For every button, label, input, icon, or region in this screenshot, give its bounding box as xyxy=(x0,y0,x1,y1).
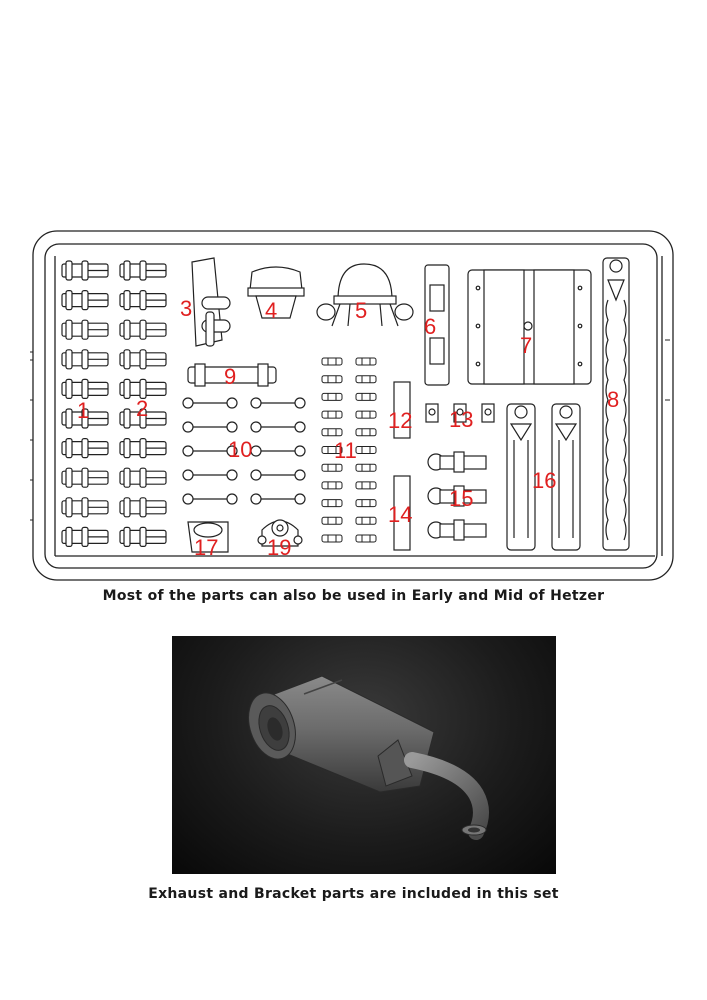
part-9 xyxy=(187,363,277,387)
part-11-bolt xyxy=(355,428,377,437)
part-11-bolt xyxy=(321,410,343,419)
part-4 xyxy=(247,266,305,319)
sprue-caption: Most of the parts can also be used in Ea… xyxy=(102,588,605,604)
sprue-inner-frame xyxy=(44,243,658,569)
part-11-bolt xyxy=(355,516,377,525)
part-11-bolt xyxy=(321,534,343,543)
part-19 xyxy=(257,519,303,547)
exhaust-render xyxy=(172,636,556,874)
part-5 xyxy=(316,263,414,327)
part-label-11: 11 xyxy=(334,438,357,463)
part-label-10: 10 xyxy=(228,437,252,462)
part-2-piece xyxy=(119,378,167,399)
part-1-piece xyxy=(61,408,109,429)
part-1-piece xyxy=(61,260,109,281)
exhaust-caption: Exhaust and Bracket parts are included i… xyxy=(148,886,559,902)
part-label-13: 13 xyxy=(449,407,473,432)
part-1-piece xyxy=(61,290,109,311)
part-1-piece xyxy=(61,526,109,548)
part-10-rod xyxy=(250,397,306,409)
part-14 xyxy=(393,475,411,551)
part-label-7: 7 xyxy=(520,333,532,358)
part-2-piece xyxy=(119,438,167,459)
part-group-2 xyxy=(119,260,167,548)
part-1-piece xyxy=(61,349,109,370)
part-label-16: 16 xyxy=(532,468,556,493)
part-label-2: 2 xyxy=(136,396,148,421)
part-1-piece xyxy=(61,467,109,488)
part-11-bolt xyxy=(355,499,377,508)
part-15 xyxy=(427,451,487,541)
part-label-12: 12 xyxy=(388,408,412,433)
part-11-bolt xyxy=(355,446,377,454)
part-label-4: 4 xyxy=(265,298,277,323)
part-11-bolt xyxy=(321,463,343,472)
part-2-piece xyxy=(119,290,167,311)
part-11-bolt xyxy=(355,534,377,543)
part-10-rod xyxy=(182,421,238,433)
part-1-piece xyxy=(61,319,109,340)
part-11-bolt xyxy=(321,481,343,490)
part-11-bolt xyxy=(355,375,377,384)
part-11-bolt xyxy=(321,499,343,508)
part-10-rod xyxy=(182,445,238,457)
part-3 xyxy=(191,257,231,347)
part-10-rod xyxy=(182,469,238,481)
part-2-piece xyxy=(119,260,167,281)
part-label-1: 1 xyxy=(77,398,89,423)
part-label-9: 9 xyxy=(224,364,236,389)
part-label-3: 3 xyxy=(180,296,192,321)
part-2-piece xyxy=(119,467,167,488)
part-11-bolt xyxy=(355,357,377,366)
part-11-bolt xyxy=(321,428,343,437)
part-label-5: 5 xyxy=(355,298,367,323)
part-11-bolt xyxy=(321,516,343,525)
part-label-8: 8 xyxy=(607,387,619,412)
part-2-piece xyxy=(119,408,167,429)
part-11-bolt xyxy=(355,410,377,419)
part-8 xyxy=(602,257,630,551)
part-2-piece xyxy=(119,319,167,340)
part-group-1 xyxy=(61,260,109,548)
part-11-bolt xyxy=(321,392,343,401)
part-10-rod xyxy=(182,493,238,505)
part-13 xyxy=(425,403,495,423)
part-group-10 xyxy=(182,397,306,505)
part-17 xyxy=(187,521,229,553)
part-10-rod xyxy=(182,397,238,409)
part-16 xyxy=(506,403,581,551)
part-1-piece xyxy=(61,378,109,399)
part-2-piece xyxy=(119,497,167,518)
part-label-19: 19 xyxy=(267,535,291,560)
parts-sprue-diagram: 1 2 3 4 5 6 7 8 9 10 11 12 13 14 15 16 1… xyxy=(30,230,674,581)
part-11-bolt xyxy=(321,375,343,384)
part-10-rod xyxy=(250,421,306,433)
part-11-bolt xyxy=(355,481,377,490)
part-11-bolt xyxy=(355,392,377,401)
part-10-rod xyxy=(250,493,306,505)
part-group-11 xyxy=(321,357,377,543)
part-1-piece xyxy=(61,438,109,459)
part-7 xyxy=(467,269,592,385)
part-2-piece xyxy=(119,349,167,370)
part-12 xyxy=(393,381,411,439)
part-10-rod xyxy=(250,445,306,457)
sprue-outer-frame xyxy=(32,230,674,581)
part-11-bolt xyxy=(321,357,343,366)
exhaust-model xyxy=(248,675,489,840)
part-label-15: 15 xyxy=(449,486,473,511)
part-10-rod xyxy=(250,469,306,481)
part-2-piece xyxy=(119,526,167,548)
part-6 xyxy=(424,264,450,386)
part-11-bolt xyxy=(355,463,377,472)
part-1-piece xyxy=(61,497,109,518)
part-label-17: 17 xyxy=(194,535,218,560)
part-label-14: 14 xyxy=(388,502,412,527)
part-11-bolt xyxy=(321,446,343,454)
part-label-6: 6 xyxy=(424,314,436,339)
